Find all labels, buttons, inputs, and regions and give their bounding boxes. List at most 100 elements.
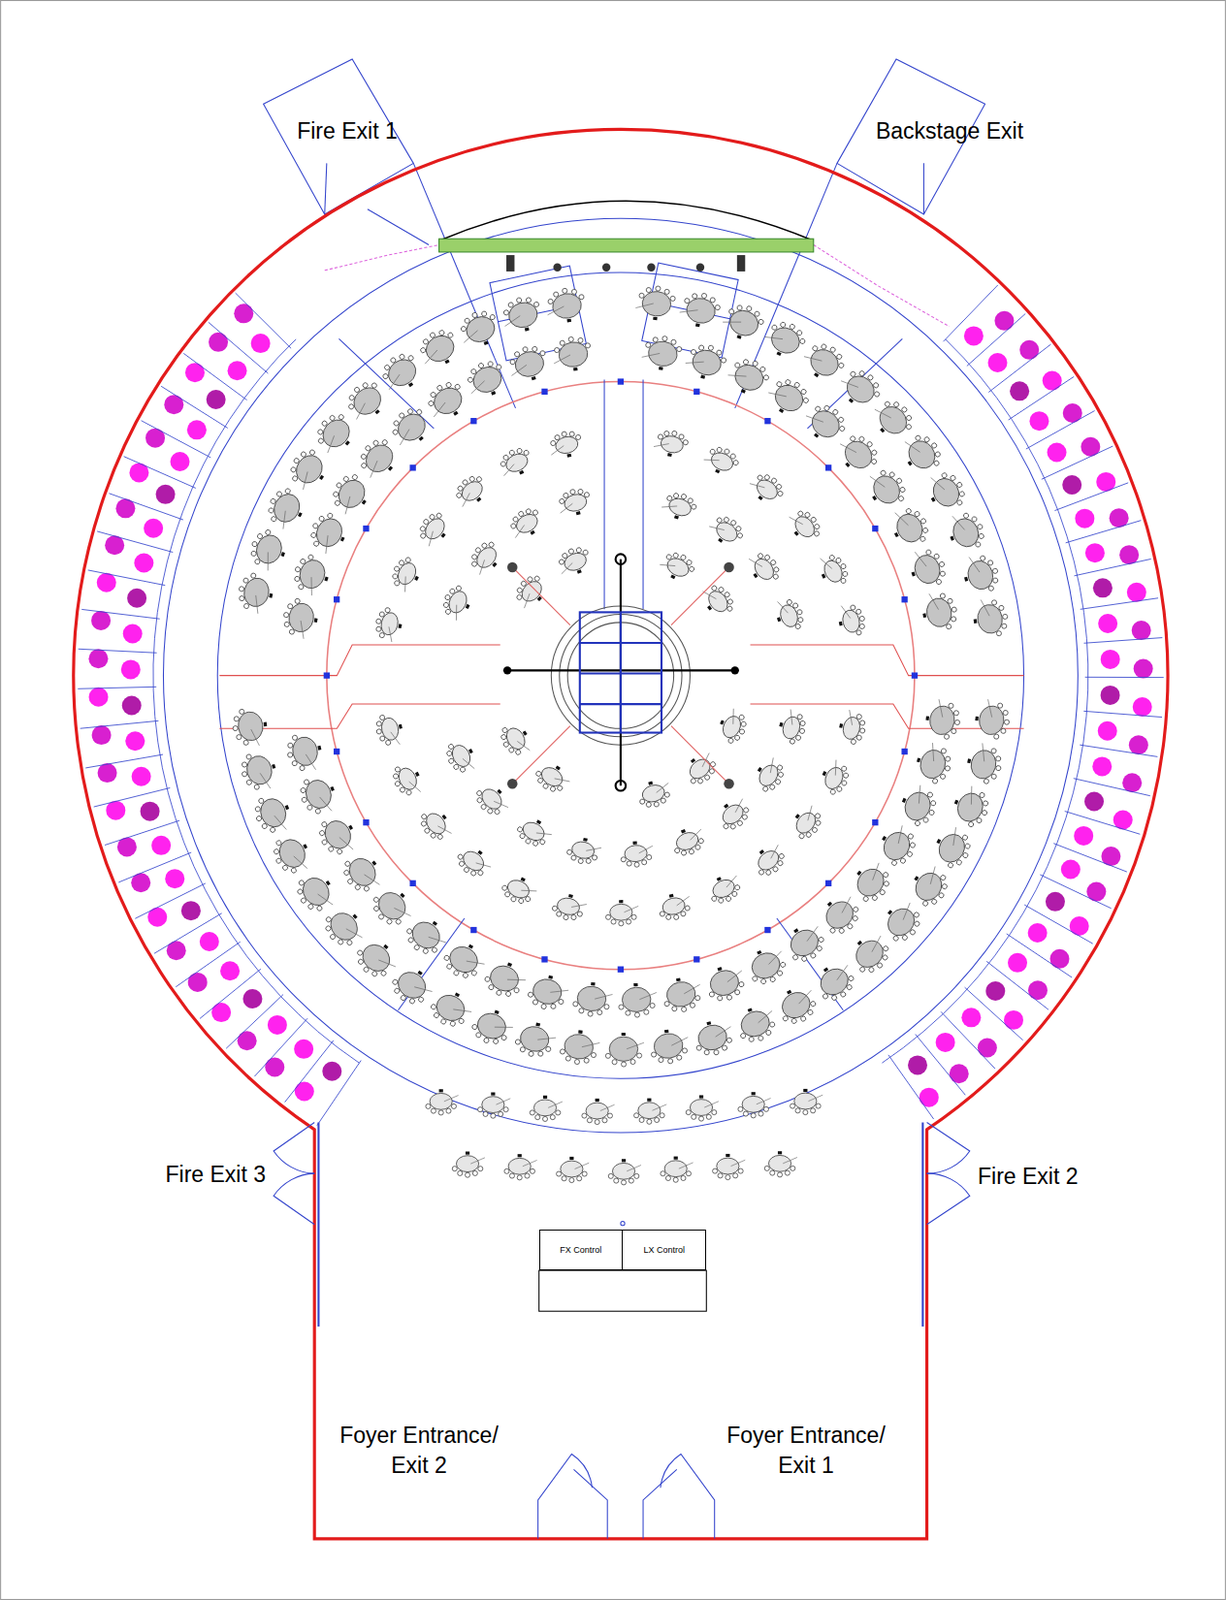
chair [586,1118,592,1124]
chair [604,1003,610,1009]
chair [457,860,465,868]
ring-fixture [541,388,548,395]
chair [510,896,517,904]
chair [862,895,870,903]
standing-seat [123,623,143,644]
chair [1000,728,1007,735]
banquet-table-large [872,820,923,872]
chair [906,833,914,840]
chair [549,440,556,447]
chair [612,1060,617,1065]
leader-tick [493,797,509,812]
table-tag [793,928,799,934]
table-top [934,830,969,868]
standing-seat [91,611,111,631]
chair [812,530,820,538]
table-tag [776,351,782,356]
chair [815,945,823,953]
booth-divider [88,570,166,586]
chair [375,618,382,625]
chair [282,864,290,872]
booth-divider [1065,520,1142,544]
table-tag [465,1152,470,1156]
banquet-table [478,1092,512,1119]
chair [577,1176,582,1182]
banquet-table-large [719,299,768,345]
chair [346,939,354,947]
table-tag [931,497,936,503]
chair [514,351,520,357]
table-top [561,549,589,574]
chair [348,403,355,411]
leader-tick [670,1037,689,1047]
chair [308,449,316,456]
standing-seat [127,588,147,609]
banquet-table-large [319,902,371,954]
chair [671,430,678,437]
ring-fixture [362,819,369,826]
booth-divider [888,1055,935,1120]
table-top [446,588,471,616]
leader-tick [365,460,383,479]
standing-seat [227,360,248,381]
chair [376,720,383,727]
chair [690,349,697,355]
control-booth [539,1270,708,1312]
leader-tick [318,890,334,908]
chair [348,394,355,402]
booth-divider [104,820,180,845]
chair [287,742,293,749]
chair [828,554,836,562]
chair [470,870,478,877]
table-top [312,515,348,552]
table-top [236,710,265,743]
ring-fixture [693,388,700,395]
banquet-table-large [413,323,464,373]
banquet-table-large [809,957,862,1008]
leader-tick [642,351,661,360]
booth-divider [161,386,228,428]
banquet-table [425,1089,459,1116]
chair [585,858,592,865]
table-top [486,962,523,996]
chair [384,363,391,371]
chair [419,532,427,540]
chair [878,889,886,897]
booth-point [620,1222,625,1226]
chair [393,580,401,587]
ring-fixture [362,525,369,532]
chair [570,855,577,862]
chair [569,488,576,495]
chair [955,859,963,867]
chair [730,519,738,527]
chair [672,551,679,559]
banquet-table-large [844,928,897,980]
chair [447,331,454,339]
standing-seat [121,659,141,679]
standing-seat [145,428,165,449]
table-tag [573,367,579,372]
chair [735,525,743,533]
banquet-table-large [544,286,587,326]
leader-tick [451,605,463,621]
central-stage [503,553,740,791]
table-tag [397,623,402,629]
chair [370,382,378,389]
chair [733,1173,739,1179]
standing-seat [1092,756,1112,776]
chair [579,1008,584,1014]
table-top [785,925,824,963]
chair [679,910,686,917]
chair [578,337,584,344]
leader-tick [297,620,307,640]
chair [800,388,807,396]
chair [524,1173,530,1179]
banquet-table [704,870,745,908]
leader-tick [868,863,884,881]
chair [456,484,464,492]
leader-tick [259,772,271,791]
banquet-table [505,504,548,544]
table-tag [477,850,483,856]
chair [501,884,509,892]
control-cell: LX Control [621,1229,707,1271]
